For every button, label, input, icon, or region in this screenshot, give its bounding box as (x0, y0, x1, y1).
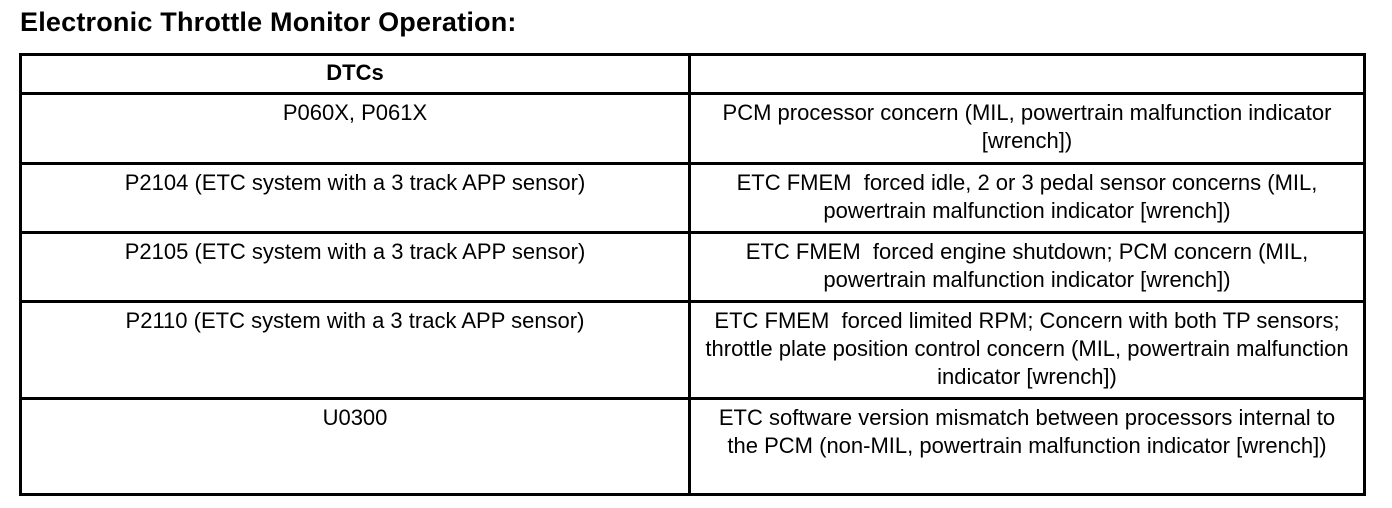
dtc-description-cell: ETC FMEM forced engine shutdown; PCM con… (688, 231, 1366, 303)
page-title: Electronic Throttle Monitor Operation: (20, 7, 517, 37)
dtc-code-cell: P2105 (ETC system with a 3 track APP sen… (19, 231, 691, 303)
dtc-column-header: DTCs (19, 53, 691, 95)
dtc-code-cell: U0300 (19, 397, 691, 496)
table-row: U0300 ETC software version mismatch betw… (19, 397, 1366, 496)
dtc-code-cell: P060X, P061X (19, 92, 691, 165)
dtc-description-cell: PCM processor concern (MIL, powertrain m… (688, 92, 1366, 165)
dtc-table: DTCs P060X, P061X PCM processor concern … (19, 53, 1366, 496)
table-row: P060X, P061X PCM processor concern (MIL,… (19, 92, 1366, 165)
dtc-description-cell: ETC FMEM forced limited RPM; Concern wit… (688, 300, 1366, 400)
table-header-row: DTCs (19, 53, 1366, 95)
dtc-description-cell: ETC software version mismatch between pr… (688, 397, 1366, 496)
table-row: P2110 (ETC system with a 3 track APP sen… (19, 300, 1366, 400)
table-row: P2105 (ETC system with a 3 track APP sen… (19, 231, 1366, 303)
dtc-code-cell: P2104 (ETC system with a 3 track APP sen… (19, 162, 691, 234)
table-row: P2104 (ETC system with a 3 track APP sen… (19, 162, 1366, 234)
description-column-header (688, 53, 1366, 95)
dtc-description-cell: ETC FMEM forced idle, 2 or 3 pedal senso… (688, 162, 1366, 234)
dtc-code-cell: P2110 (ETC system with a 3 track APP sen… (19, 300, 691, 400)
